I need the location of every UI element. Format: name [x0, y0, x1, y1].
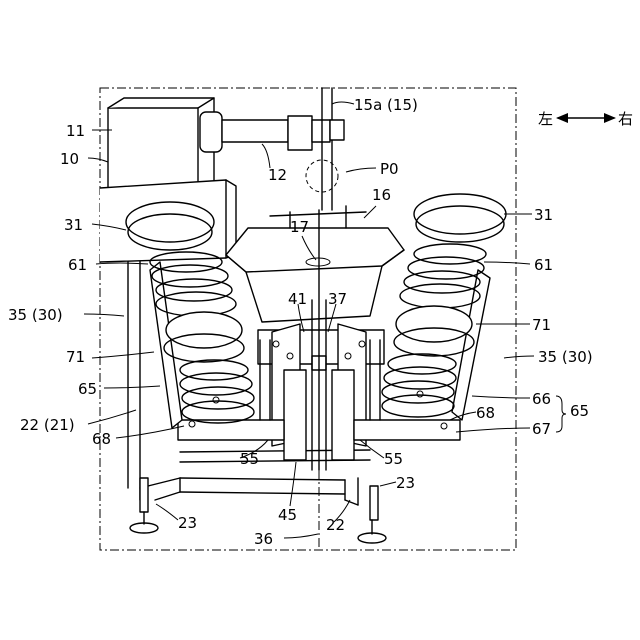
label-35-right: 35 (30)	[538, 348, 593, 366]
label-61-left: 61	[68, 256, 87, 274]
label-22-21: 22 (21)	[20, 416, 75, 434]
label-71-right: 71	[532, 316, 551, 334]
label-31-left: 31	[64, 216, 83, 234]
drive-shaft	[200, 112, 330, 152]
label-68-left: 68	[92, 430, 111, 448]
label-71-left: 71	[66, 348, 85, 366]
right-foot	[358, 486, 386, 543]
label-16: 16	[372, 186, 391, 204]
reference-labels: 11 10 12 15a (15) P0 16 17 31 31 61 61 3…	[8, 96, 593, 548]
label-45: 45	[278, 506, 297, 524]
direction-right-label: 右	[618, 110, 633, 128]
label-35-left: 35 (30)	[8, 306, 63, 324]
label-37: 37	[328, 290, 347, 308]
hopper	[226, 206, 404, 322]
label-41: 41	[288, 290, 307, 308]
label-31-right: 31	[534, 206, 553, 224]
label-10: 10	[60, 150, 79, 168]
label-55-left: 55	[240, 450, 259, 468]
label-36: 36	[254, 530, 273, 548]
label-23-right: 23	[396, 474, 415, 492]
label-11: 11	[66, 122, 85, 140]
brace	[556, 396, 566, 432]
label-15a: 15a (15)	[354, 96, 418, 114]
label-p0: P0	[380, 160, 399, 178]
label-67: 67	[532, 420, 551, 438]
label-17: 17	[290, 218, 309, 236]
label-68-right: 68	[476, 404, 495, 422]
label-12: 12	[268, 166, 287, 184]
label-66: 66	[532, 390, 551, 408]
label-55-right: 55	[384, 450, 403, 468]
label-61-right: 61	[534, 256, 553, 274]
direction-arrow: 左 右	[538, 110, 633, 128]
direction-left-label: 左	[538, 110, 553, 128]
right-spring-assembly	[382, 194, 506, 429]
label-65-right: 65	[570, 402, 589, 420]
label-22: 22	[326, 516, 345, 534]
left-foot	[130, 478, 158, 533]
label-23-left: 23	[178, 514, 197, 532]
label-65-left: 65	[78, 380, 97, 398]
